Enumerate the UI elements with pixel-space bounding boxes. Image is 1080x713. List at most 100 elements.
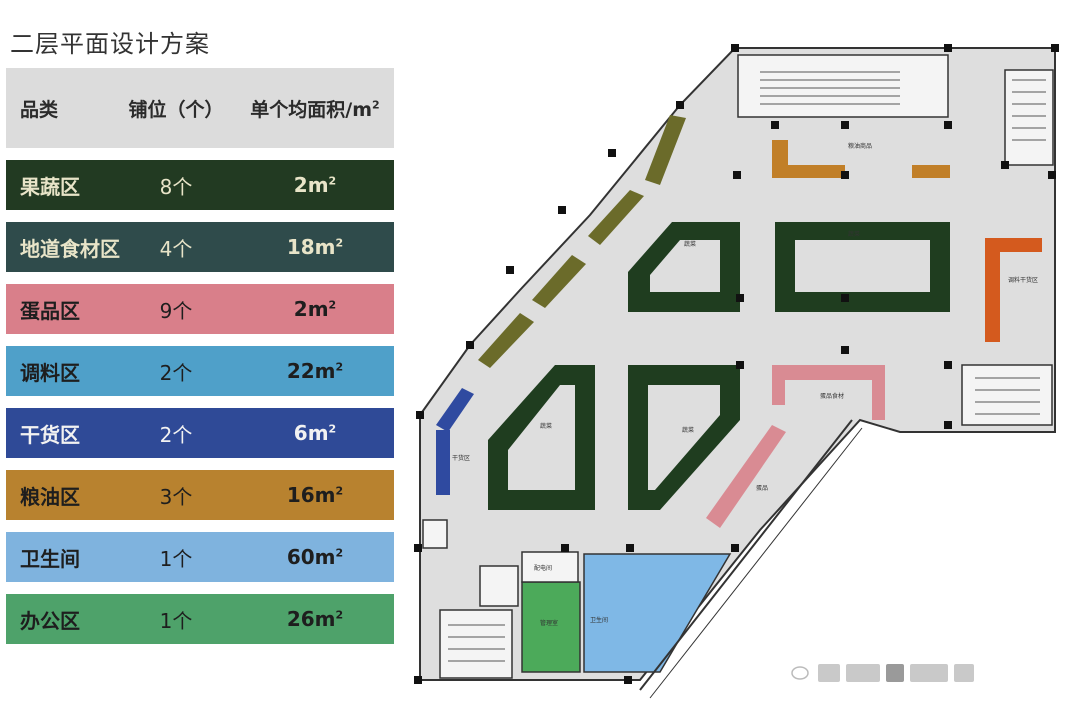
- column: [414, 676, 422, 684]
- row-category: 果蔬区: [20, 174, 80, 199]
- page-title: 二层平面设计方案: [10, 30, 210, 58]
- column: [1051, 44, 1059, 52]
- egg-stalls: [706, 365, 885, 528]
- column: [736, 294, 744, 302]
- row-category: 调料区: [20, 360, 80, 385]
- label-veg-3: 蔬菜: [540, 422, 552, 430]
- column: [466, 341, 474, 349]
- watermark-blur-5: [954, 664, 974, 682]
- stair-right-mid: [961, 364, 1053, 426]
- row-stalls: 1个: [159, 546, 193, 571]
- column: [561, 544, 569, 552]
- column: [1001, 161, 1009, 169]
- column: [414, 544, 422, 552]
- column: [771, 121, 779, 129]
- column: [841, 294, 849, 302]
- local-food-stalls: [478, 115, 686, 368]
- row-stalls: 9个: [159, 298, 193, 323]
- row-category: 地道食材区: [20, 236, 120, 261]
- table-row: 蛋品区 9个 2m2: [6, 284, 394, 334]
- table-row: 地道食材区 4个 18m2: [6, 222, 394, 272]
- floor-plan: 蔬菜 蔬菜 蔬菜 蔬菜 蛋品食材 蛋品 调料干货区 干货区 粮油商品 管理室 配…: [414, 44, 1059, 699]
- row-stalls: 2个: [159, 422, 193, 447]
- column: [733, 171, 741, 179]
- label-veg-4: 蔬菜: [682, 426, 694, 434]
- category-table: 品类 铺位（个） 单个均面积/m2 果蔬区 8个 2m2 地道食材区 4个 18m2 蛋品区…: [6, 68, 394, 644]
- header-stalls: 铺位（个）: [128, 98, 224, 121]
- column: [506, 266, 514, 274]
- column: [944, 421, 952, 429]
- row-stalls: 4个: [159, 236, 193, 261]
- column: [624, 676, 632, 684]
- label-veg-2: 蔬菜: [848, 230, 860, 238]
- row-stalls: 3个: [159, 484, 193, 509]
- column: [626, 544, 634, 552]
- table-row: 果蔬区 8个 2m2: [6, 160, 394, 210]
- column: [841, 346, 849, 354]
- label-egg-top: 蛋品食材: [820, 392, 844, 400]
- room-distribution: [521, 551, 579, 583]
- row-area: 22m2: [286, 359, 344, 383]
- table-header: 品类 铺位（个） 单个均面积/m2: [6, 68, 394, 148]
- row-area: 26m2: [286, 607, 344, 631]
- row-category: 干货区: [20, 422, 80, 447]
- watermark-blur-4: [910, 664, 948, 682]
- row-category: 卫生间: [20, 546, 80, 571]
- watermark-blur-2: [846, 664, 880, 682]
- column: [736, 361, 744, 369]
- table-row: 粮油区 3个 16m2: [6, 470, 394, 520]
- office-area: [521, 581, 581, 673]
- grain-oil-stalls: [772, 140, 950, 178]
- header-category: 品类: [20, 98, 59, 121]
- column: [944, 121, 952, 129]
- watermark-blur-1: [818, 664, 840, 682]
- row-area: 18m2: [286, 235, 344, 259]
- facade-line: [639, 419, 853, 691]
- header-area: 单个均面积/m2: [250, 98, 380, 121]
- column: [841, 171, 849, 179]
- label-veg-1: 蔬菜: [684, 240, 696, 248]
- table-row: 卫生间 1个 60m2: [6, 532, 394, 582]
- table-row: 调料区 2个 22m2: [6, 346, 394, 396]
- seasoning-stall: [985, 238, 1042, 342]
- table-row: 干货区 2个 6m2: [6, 408, 394, 458]
- row-category: 粮油区: [20, 484, 80, 509]
- label-toilet: 卫生间: [590, 616, 608, 624]
- vegetable-islands: [488, 222, 950, 510]
- dry-goods-stall: [436, 388, 474, 432]
- label-distribution: 配电间: [534, 564, 552, 572]
- row-area: 6m2: [293, 421, 337, 445]
- stair-top-right: [1004, 69, 1054, 166]
- column: [558, 206, 566, 214]
- row-area: 60m2: [286, 545, 344, 569]
- column: [608, 149, 616, 157]
- row-area: 2m2: [293, 173, 337, 197]
- row-stalls: 8个: [159, 174, 193, 199]
- label-egg-bottom: 蛋品: [756, 484, 768, 492]
- room-small-1: [479, 565, 519, 607]
- row-category: 蛋品区: [20, 298, 80, 323]
- row-area: 2m2: [293, 297, 337, 321]
- row-category: 办公区: [20, 608, 80, 633]
- row-area: 16m2: [286, 483, 344, 507]
- toilet-area: [583, 553, 732, 673]
- row-stalls: 1个: [159, 608, 193, 633]
- dry-goods-stall-2: [436, 430, 450, 495]
- table-body: 果蔬区 8个 2m2 地道食材区 4个 18m2 蛋品区 9个 2m2 调料区 2个 22m2 干货区 2…: [6, 160, 394, 644]
- row-stalls: 2个: [159, 360, 193, 385]
- column: [944, 361, 952, 369]
- label-dry-goods: 干货区: [452, 454, 470, 462]
- watermark: [790, 656, 1000, 690]
- watermark-blur-3: [886, 664, 904, 682]
- table-row: 办公区 1个 26m2: [6, 594, 394, 644]
- label-seasoning: 调料干货区: [1008, 276, 1038, 284]
- column: [416, 411, 424, 419]
- lift-box: [422, 519, 448, 549]
- column: [731, 44, 739, 52]
- column: [841, 121, 849, 129]
- label-grain-oil: 粮油商品: [848, 142, 872, 150]
- column: [676, 101, 684, 109]
- column: [944, 44, 952, 52]
- escalator-top: [737, 54, 949, 118]
- wechat-icon: [791, 666, 809, 680]
